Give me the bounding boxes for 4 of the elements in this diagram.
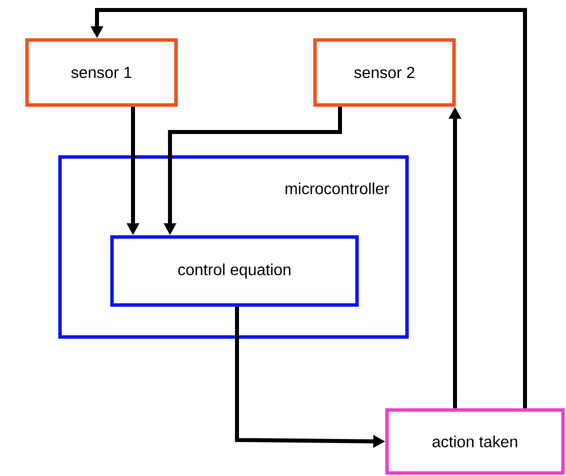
equation-box: control equation [110,235,359,307]
sensor-box: sensor 1 [25,38,178,107]
action-box: action taken [385,408,565,475]
sensor-box: sensor 2 [313,38,456,107]
